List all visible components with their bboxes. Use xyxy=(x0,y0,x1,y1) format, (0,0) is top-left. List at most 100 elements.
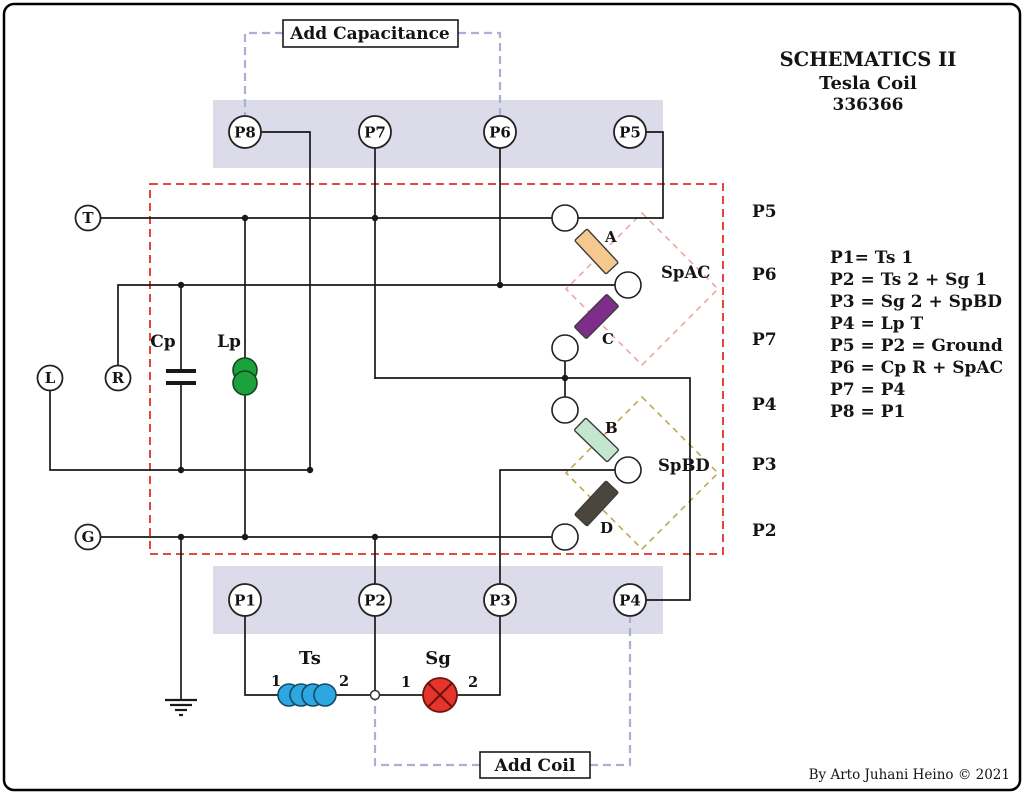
page-number: 336366 xyxy=(833,95,904,115)
junction-dot xyxy=(371,214,379,222)
legend-line: P5 = P2 = Ground xyxy=(830,336,1003,356)
addon-links xyxy=(243,31,632,767)
add-coil-label: Add Coil xyxy=(494,756,576,776)
spbd-label: SpBD xyxy=(658,456,710,475)
lp-turn xyxy=(232,370,258,396)
pin-label-p4: P4 xyxy=(619,592,641,610)
add-capacitance-link-left xyxy=(243,31,283,115)
ts-label: Ts xyxy=(299,648,321,669)
ts-pin2-label: 2 xyxy=(339,673,349,690)
sg-pin2-label: 2 xyxy=(468,674,478,691)
pin-p7 xyxy=(358,115,392,149)
pin-p5 xyxy=(613,115,647,149)
circuit-boundary xyxy=(149,183,724,555)
junction-dot xyxy=(177,466,185,474)
legend-line: P6 = Cp R + SpAC xyxy=(830,358,1003,378)
junction-dot xyxy=(177,281,185,289)
spac-label: SpAC xyxy=(661,263,710,282)
junction-dot xyxy=(561,374,569,382)
terminal-r xyxy=(104,364,132,392)
junction-dot xyxy=(496,281,504,289)
bottom-bus-bar xyxy=(213,566,663,634)
junction-dot xyxy=(306,466,314,474)
gap-a-label: A xyxy=(604,228,617,246)
wire-p8-link xyxy=(260,131,311,471)
gap-a xyxy=(574,228,619,275)
junction-dot xyxy=(371,533,379,541)
wire-p6-line xyxy=(117,284,616,366)
net-label-p3: P3 xyxy=(752,455,777,475)
terminal-g xyxy=(74,523,102,551)
top-bus-bar xyxy=(213,100,663,168)
legend-line: P3 = Sg 2 + SpBD xyxy=(830,292,1002,312)
pin-label-p2: P2 xyxy=(364,592,386,610)
pin-label-p7: P7 xyxy=(364,124,386,142)
pin-label-p8: P8 xyxy=(234,124,256,142)
wire-p4-route xyxy=(374,377,691,601)
add-coil-link-left xyxy=(373,700,480,767)
wire-sg2-p3 xyxy=(456,615,501,696)
wire-p3-link xyxy=(499,469,616,585)
ts-turn xyxy=(313,683,337,707)
terminal-label-t: T xyxy=(82,209,94,227)
pin-label-p1: P1 xyxy=(234,592,256,610)
spark-terminals xyxy=(551,204,642,551)
ts-pin1-label: 1 xyxy=(271,673,281,690)
sg-label: Sg xyxy=(425,648,451,669)
spark-terminal-p7 xyxy=(551,334,579,362)
terminal-label-l: L xyxy=(45,369,56,387)
page-subtitle: Tesla Coil xyxy=(819,73,917,94)
spac-diamond-outline xyxy=(564,211,720,367)
gap-b xyxy=(573,417,620,463)
pin-label-p3: P3 xyxy=(489,592,511,610)
inductor-lp xyxy=(232,357,258,396)
gap-c xyxy=(574,294,619,339)
net-label-p6: P6 xyxy=(752,265,777,285)
pin-label-p6: P6 xyxy=(489,124,511,142)
legend-line: P7 = P4 xyxy=(830,380,905,400)
wire-p5-link xyxy=(577,131,664,219)
spark-terminal-p5 xyxy=(551,204,579,232)
wires xyxy=(49,131,691,701)
net-label-p2: P2 xyxy=(752,521,777,541)
io-terminals: T L R G xyxy=(36,204,132,551)
component-labels: Cp Lp Ts Sg 1 2 1 2 A C B D SpAC SpBD xyxy=(150,228,710,691)
terminal-t xyxy=(74,204,102,232)
gap-b-label: B xyxy=(605,419,618,437)
pin-p2 xyxy=(358,583,392,617)
gap-elements xyxy=(573,228,620,527)
net-label-p7: P7 xyxy=(752,330,777,350)
pin-label-p5: P5 xyxy=(619,124,641,142)
junction-dot xyxy=(177,533,185,541)
spark-terminal-p6 xyxy=(614,271,642,299)
add-capacitance-link-right xyxy=(458,31,502,115)
add-coil-link-right xyxy=(590,617,632,767)
page-title: SCHEMATICS II xyxy=(780,48,957,71)
legend-line: P4 = Lp T xyxy=(830,314,923,334)
pin-p3 xyxy=(483,583,517,617)
add-capacitance-label: Add Capacitance xyxy=(289,24,450,44)
gap-c-label: C xyxy=(602,330,614,348)
coil-ts xyxy=(277,683,337,707)
legend: P1= Ts 1 P2 = Ts 2 + Sg 1 P3 = Sg 2 + Sp… xyxy=(830,248,1003,422)
bus-pins: P8 P7 P6 P5 P1 P2 P3 P4 xyxy=(228,115,647,617)
gap-d-label: D xyxy=(600,519,613,537)
title-block: SCHEMATICS II Tesla Coil 336366 xyxy=(780,48,957,115)
open-junction xyxy=(369,689,381,701)
add-capacitance-box xyxy=(282,19,459,48)
spark-gap-sg xyxy=(422,677,458,713)
net-label-p4: P4 xyxy=(752,395,777,415)
sg-pin1-label: 1 xyxy=(401,674,411,691)
legend-line: P2 = Ts 2 + Sg 1 xyxy=(830,270,987,290)
wire-l-line xyxy=(49,389,311,471)
ground-symbol xyxy=(165,698,197,717)
spark-terminal-p2 xyxy=(551,523,579,551)
pin-p8 xyxy=(228,115,262,149)
cp-label: Cp xyxy=(150,332,176,352)
lp-label: Lp xyxy=(217,332,241,352)
pin-p1 xyxy=(228,583,262,617)
sg-cross-line xyxy=(427,682,453,708)
legend-line: P8 = P1 xyxy=(830,402,905,422)
gap-d xyxy=(574,480,619,527)
